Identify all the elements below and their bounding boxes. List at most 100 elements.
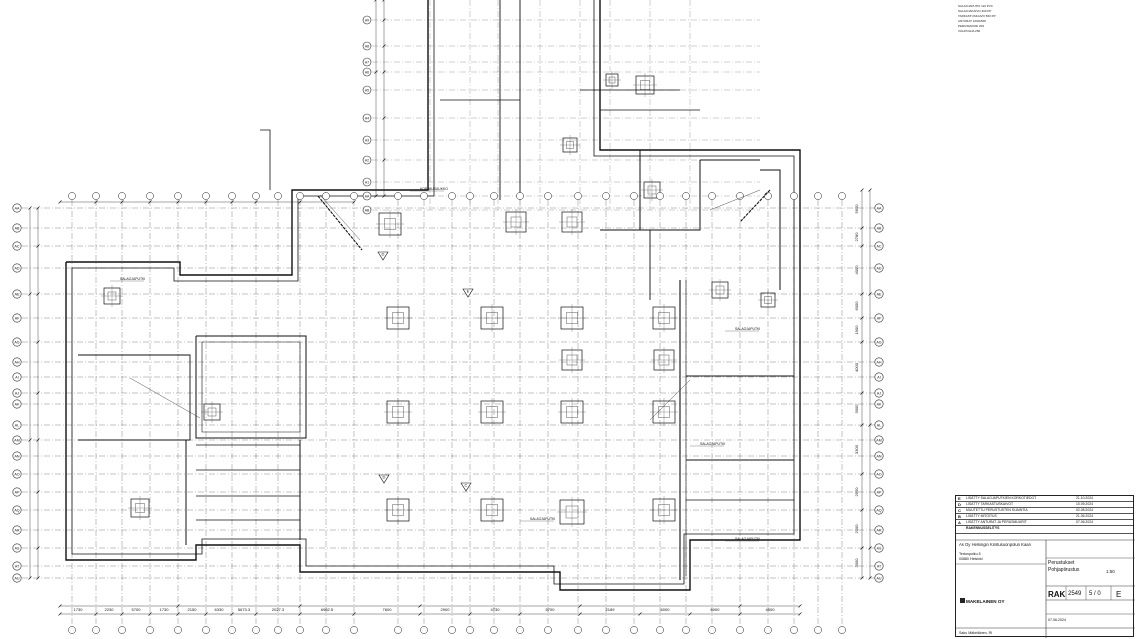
foundation-wall [639,150,701,231]
foundation-wall [260,129,271,190]
dimension-value: 6000 [661,607,671,612]
dimension-value: 3300 [854,444,859,454]
axis-bubble [790,192,798,200]
dimension-tick [298,200,302,204]
drawing-sheet: 5 / 0 [1089,591,1101,597]
section-marker-label: E [467,289,470,294]
axis-bubble [874,525,884,535]
axis-bubble [466,192,474,200]
revision-row: C MUUTETTU PERUSTUSTEN SIJAINTIA 02.08.2… [956,508,1133,514]
axis-label: A6 [365,70,369,74]
axis-bubble [544,626,552,634]
dimension-tick [738,612,742,616]
revision-text: LISÄTTY SALAOJAPUTKIEN KORKOTIEDOT [966,496,1037,500]
axis-bubble [516,192,524,200]
axis-bubble [736,192,744,200]
axis-bubble [574,626,582,634]
axis-bubble [174,192,182,200]
axis-bubble [174,626,182,634]
revision-text: RAKENNUSSELITYS [966,526,1000,530]
axis-bubble [12,388,22,398]
dimension-value: 1730 [74,607,84,612]
dimension-tick [468,612,472,616]
axis-label: AA [365,194,370,198]
dimension-value: 4730 [491,607,501,612]
project-address: Tertunpolku 5 [959,552,981,556]
dimension-tick [382,158,386,162]
axis-bubble [362,67,372,77]
dimension-value: 2150 [188,607,198,612]
dimension-value: 2189 [606,607,616,612]
axis-bubble [838,192,846,200]
dimension-tick [28,576,32,580]
dimension-tick [382,44,386,48]
axis-label: A5 [365,88,369,92]
axis-bubble [814,626,822,634]
axis-label: AE [15,292,20,296]
axis-bubble [874,203,884,213]
axis-bubble [12,241,22,251]
dimension-tick [860,546,864,550]
axis-label: A4 [365,116,369,120]
foundation-wall [72,0,435,282]
dimension-tick [798,612,802,616]
axis-bubble [874,561,884,571]
dimension-tick [298,604,302,608]
dimension-tick [28,438,32,442]
axis-bubble [362,191,372,201]
axis-label: AM [14,438,19,442]
foundation-wall [71,268,795,585]
dimension-tick [176,200,180,204]
section-marker [460,482,472,492]
dimension-value: 5700 [132,607,142,612]
axis-label: AN [877,454,882,458]
dimension-tick [204,200,208,204]
axis-bubble [12,357,22,367]
dimension-tick [58,604,62,608]
axis-label: AH [15,360,20,364]
axis-bubble [12,223,22,233]
revision-letter: A [958,520,961,525]
axis-bubble [874,505,884,515]
dimension-tick [860,244,864,248]
axis-label: AB [365,208,370,212]
dimension-tick [28,292,32,296]
axis-bubble [322,192,330,200]
axis-bubble [362,57,372,67]
dimension-tick [418,604,422,608]
revision-row: D LISÄTTY TARKASTUSKAIVOT 10.09.2024 [956,502,1133,508]
dimension-tick [578,612,582,616]
axis-bubble [656,192,664,200]
axis-bubble [874,388,884,398]
axis-bubble [362,205,372,215]
axis-bubble [874,372,884,382]
leader-line [129,377,201,419]
designer-name: Saku Mäkeläinen, RI [959,631,993,635]
revision-letter: C [958,508,961,513]
dimension-tick [36,438,40,442]
section-marker-label: D [382,252,385,257]
axis-label: AQ [876,508,881,512]
axis-bubble [296,192,304,200]
axis-bubble [12,505,22,515]
axis-label: AP [15,490,20,494]
dimension-value: 7600 [383,607,393,612]
dimension-tick [58,612,62,616]
revision-text: MUUTETTU PERUSTUSTEN SIJAINTIA [966,508,1028,512]
dimension-tick [860,340,864,344]
axis-bubble [490,626,498,634]
axis-bubble [12,543,22,553]
axis-bubble [874,487,884,497]
dimension-tick [28,206,32,210]
dimension-tick [860,316,864,320]
dimension-value: 6962.5 [321,607,334,612]
dimension-tick [518,612,522,616]
foundation-wall [66,0,429,276]
axis-bubble [68,192,76,200]
axis-bubble [12,487,22,497]
axis-bubble [394,192,402,200]
axis-label: AS [15,546,20,550]
axis-bubble [68,626,76,634]
axis-bubble [764,626,772,634]
dimension-tick [860,226,864,230]
